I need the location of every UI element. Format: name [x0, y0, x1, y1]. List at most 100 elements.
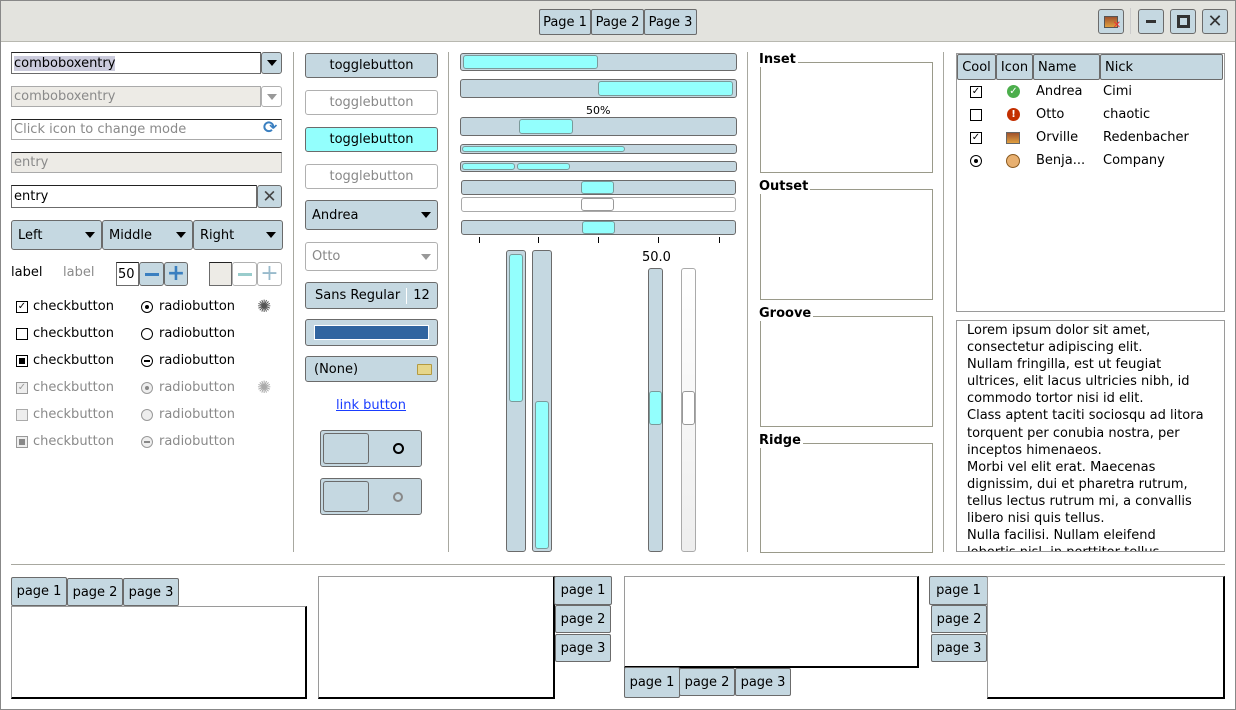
switch-on[interactable]: [320, 430, 422, 467]
cool-radio[interactable]: [970, 155, 982, 167]
scale-mark: [479, 237, 480, 243]
cool-checkbox[interactable]: ✓: [970, 86, 982, 98]
font-name: Sans Regular: [315, 288, 401, 303]
tab-page-1[interactable]: Page 1: [539, 9, 591, 35]
chevron-down-icon: [421, 212, 431, 218]
image-button[interactable]: ✕: [1098, 9, 1124, 34]
column-header-icon[interactable]: Icon: [996, 54, 1033, 80]
color-button[interactable]: [305, 319, 438, 346]
entry-disabled: entry: [11, 152, 282, 173]
notebook-tab-page-1[interactable]: page 1: [929, 576, 988, 605]
combo-left[interactable]: Left: [11, 220, 102, 250]
link-button[interactable]: link button: [336, 398, 407, 413]
notebook-tab-page-2[interactable]: page 2: [679, 668, 735, 696]
monkey-icon: [1006, 154, 1020, 168]
notebook-tab-page-2[interactable]: page 2: [555, 605, 611, 633]
notebook-tab-page-3[interactable]: page 3: [555, 634, 611, 662]
notebook-tab-page-2[interactable]: page 2: [931, 605, 987, 633]
file-chooser-button[interactable]: (None): [305, 356, 438, 382]
notebook-tab-page-1[interactable]: page 1: [624, 667, 680, 698]
spin-decrement-button[interactable]: [139, 262, 164, 286]
minimize-button[interactable]: [1138, 9, 1164, 34]
checkbutton-label[interactable]: checkbutton: [33, 353, 114, 368]
cool-checkbox[interactable]: ✓: [970, 132, 982, 144]
font-button[interactable]: Sans Regular 12: [305, 282, 438, 309]
radiobutton-label[interactable]: radiobutton: [159, 326, 236, 341]
scale-slider[interactable]: [581, 181, 614, 194]
combo-otto-disabled: Otto: [305, 242, 438, 271]
column-header-name[interactable]: Name: [1033, 54, 1100, 80]
combo-right[interactable]: Right: [193, 220, 283, 250]
combobox-entry[interactable]: comboboxentry: [11, 52, 261, 74]
entry[interactable]: entry: [11, 185, 257, 208]
plus-icon: +: [260, 261, 279, 286]
text-line: dignissim, dui et pharetra rutrum,: [967, 476, 1188, 492]
tab-page-3[interactable]: Page 3: [644, 9, 697, 35]
tree-cell-name: Benja...: [1036, 153, 1086, 168]
font-size: 12: [413, 288, 430, 303]
radio-selected-disabled: [141, 382, 153, 394]
text-view[interactable]: Lorem ipsum dolor sit amet,consectetur a…: [956, 320, 1225, 552]
radiobutton-label[interactable]: radiobutton: [159, 353, 236, 368]
color-swatch: [314, 325, 429, 340]
progress-bar-inverted: [460, 79, 737, 98]
notebook-tab-page-3[interactable]: page 3: [931, 634, 987, 662]
radio-inconsistent-disabled: [141, 436, 153, 448]
column-header-nick[interactable]: Nick: [1100, 54, 1223, 80]
minus-icon: [237, 272, 252, 276]
togglebutton-disabled: togglebutton: [305, 90, 438, 115]
combo-andrea[interactable]: Andrea: [305, 200, 438, 230]
notebook-tab-page-1[interactable]: page 1: [554, 576, 612, 605]
checkbutton-label[interactable]: checkbutton: [33, 326, 114, 341]
combo-label: Otto: [312, 249, 341, 264]
checkbox-inconsistent[interactable]: [16, 355, 28, 367]
text-line: consectetur adipiscing elit.: [967, 340, 1143, 356]
close-button[interactable]: ✕: [1202, 9, 1228, 34]
tree-view[interactable]: [956, 53, 1225, 312]
combobox-dropdown-button[interactable]: [261, 52, 282, 74]
mode-entry[interactable]: Click icon to change mode: [11, 119, 282, 140]
scale-mark: [719, 237, 720, 243]
switch-disabled: [320, 478, 422, 515]
checkbox-checked[interactable]: ✓: [16, 301, 28, 313]
spin-increment-button[interactable]: +: [164, 262, 188, 286]
text-line: inceptos himenaeos.: [967, 442, 1102, 458]
clear-icon: ✕: [262, 186, 277, 207]
togglebutton[interactable]: togglebutton: [305, 53, 438, 78]
radio-selected[interactable]: [141, 301, 153, 313]
cool-checkbox[interactable]: [970, 109, 982, 121]
spinner-icon: ✺: [257, 297, 272, 317]
checkbutton-label[interactable]: checkbutton: [33, 299, 114, 314]
spinner-icon: ✺: [257, 378, 272, 398]
scale-slider[interactable]: [649, 391, 662, 425]
text-line: ultrices, elit lacus ultricies nibh, id: [967, 374, 1190, 390]
spin-entry[interactable]: 50: [116, 262, 139, 286]
tree-cell-nick: Company: [1103, 153, 1165, 168]
radiobutton-label: radiobutton: [159, 407, 236, 422]
checkbox-checked-disabled: ✓: [16, 382, 28, 394]
radio-unselected[interactable]: [141, 328, 153, 340]
combo-middle[interactable]: Middle: [102, 220, 193, 250]
notebook-tab-page-1[interactable]: page 1: [11, 577, 67, 606]
radio-unselected-disabled: [141, 409, 153, 421]
scale-horizontal[interactable]: [461, 180, 736, 195]
scale-slider[interactable]: [582, 221, 615, 234]
label-disabled: label: [63, 265, 95, 280]
checkbox-unchecked[interactable]: [16, 328, 28, 340]
radio-inconsistent[interactable]: [141, 355, 153, 367]
text-line: Morbi vel elit erat. Maecenas: [967, 459, 1156, 475]
refresh-icon[interactable]: ⟳: [263, 118, 278, 138]
togglebutton-active[interactable]: togglebutton: [305, 127, 438, 152]
radiobutton-label[interactable]: radiobutton: [159, 299, 236, 314]
scale-vertical[interactable]: [648, 268, 663, 552]
clear-entry-button[interactable]: ✕: [257, 185, 282, 208]
plus-icon: +: [166, 261, 186, 286]
maximize-button[interactable]: [1170, 9, 1196, 34]
tab-page-2[interactable]: Page 2: [591, 9, 644, 35]
notebook-tab-page-2[interactable]: page 2: [67, 578, 123, 606]
file-label: (None): [314, 361, 359, 377]
notebook-tab-page-3[interactable]: page 3: [123, 578, 179, 606]
scale-with-marks[interactable]: [461, 220, 736, 235]
notebook-tab-page-3[interactable]: page 3: [735, 668, 791, 696]
column-header-cool[interactable]: Cool: [957, 54, 996, 80]
